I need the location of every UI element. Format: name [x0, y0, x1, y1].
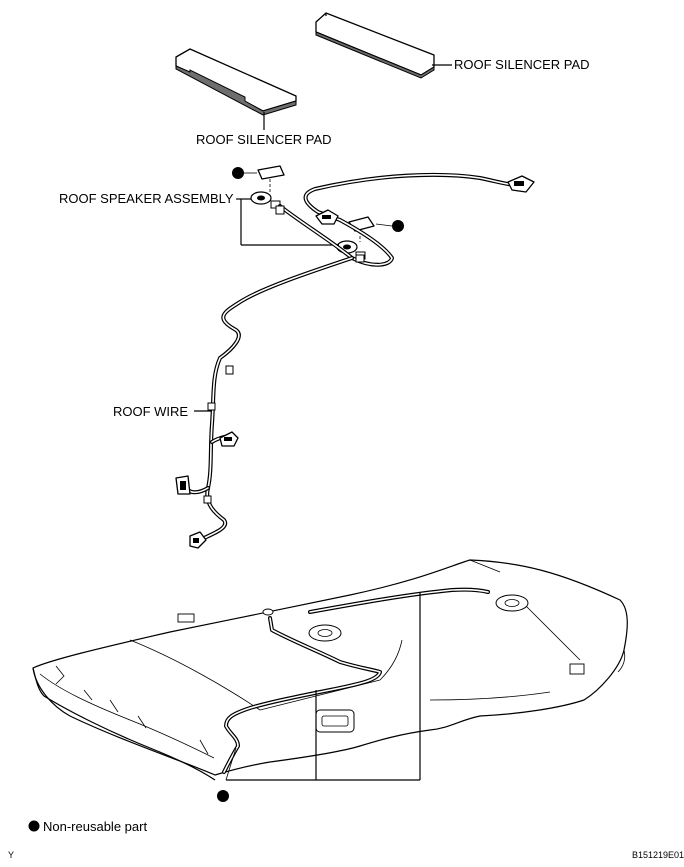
speaker-leader	[236, 198, 339, 246]
roof-silencer-pad-right	[315, 12, 435, 79]
footer-left: Y	[8, 850, 15, 860]
label-roof-silencer-pad-right: ROOF SILENCER PAD	[454, 57, 590, 72]
wire-connectors	[175, 175, 535, 549]
label-roof-speaker-assembly: ROOF SPEAKER ASSEMBLY	[59, 191, 234, 206]
figure-code: B151219E01	[632, 850, 684, 860]
headliner-wire-track	[222, 587, 490, 774]
roof-headliner	[32, 559, 628, 781]
non-reusable-marker-3	[217, 790, 229, 802]
label-roof-silencer-pad-left: ROOF SILENCER PAD	[196, 132, 332, 147]
tape-1	[257, 165, 285, 180]
non-reusable-marker-2	[392, 220, 404, 232]
headliner-leader	[225, 592, 421, 781]
non-reusable-marker-1	[232, 167, 244, 179]
label-roof-wire: ROOF WIRE	[113, 404, 189, 419]
roof-speaker-1	[250, 191, 281, 209]
roof-wire-harness	[184, 172, 522, 542]
legend-text: Non-reusable part	[43, 819, 148, 834]
legend-marker	[28, 820, 40, 832]
roof-silencer-pad-left	[175, 48, 297, 116]
